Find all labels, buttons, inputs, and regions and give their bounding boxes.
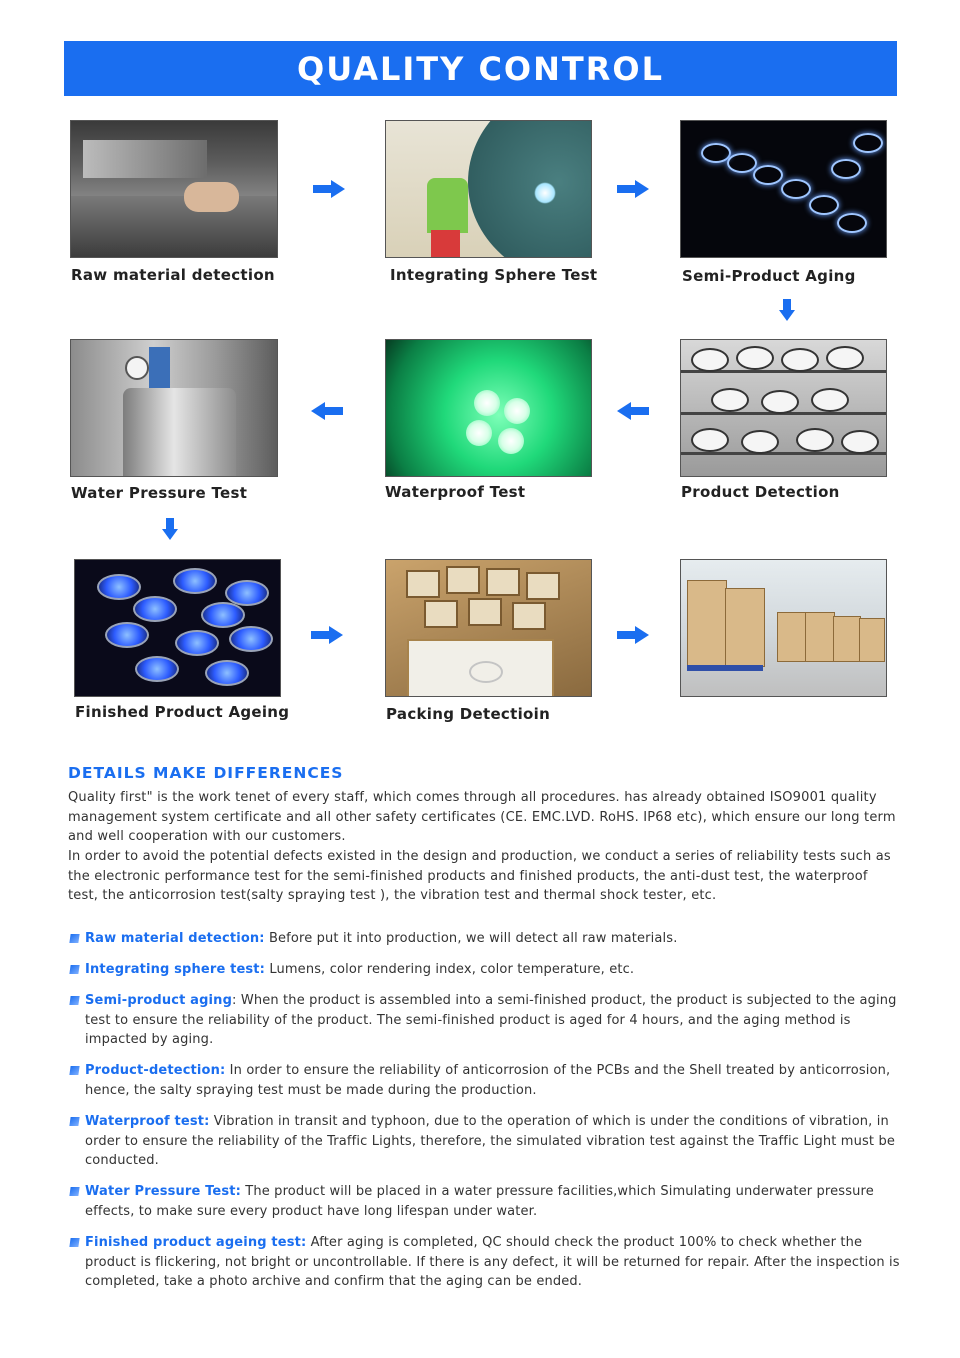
list-item-label: Product-detection: xyxy=(85,1063,226,1078)
arrow-right-icon xyxy=(617,180,649,198)
page-title-banner: QUALITY CONTROL xyxy=(64,41,897,96)
bullet-icon xyxy=(69,1238,80,1247)
integrating-sphere-photo xyxy=(385,120,592,258)
list-item-text: : When the product is assembled into a s… xyxy=(85,993,897,1047)
caption-integrating-sphere: Integrating Sphere Test xyxy=(390,266,598,284)
list-item-text: In order to ensure the reliability of an… xyxy=(85,1063,891,1098)
caption-water-pressure: Water Pressure Test xyxy=(71,484,248,502)
warehouse-shipping-photo xyxy=(680,559,887,697)
caption-raw-material: Raw material detection xyxy=(71,266,275,284)
list-item: Integrating sphere test: Lumens, color r… xyxy=(69,960,911,980)
finished-product-ageing-photo xyxy=(74,559,281,697)
bullet-icon xyxy=(69,1187,80,1196)
bullet-icon xyxy=(69,996,80,1005)
arrow-right-icon xyxy=(313,180,345,198)
list-item: Raw material detection: Before put it in… xyxy=(69,929,911,949)
list-item-label: Semi-product aging xyxy=(85,993,233,1008)
caption-finished-product-ageing: Finished Product Ageing xyxy=(75,703,290,721)
caption-waterproof-test: Waterproof Test xyxy=(385,483,526,501)
list-item-label: Integrating sphere test: xyxy=(85,962,266,977)
raw-material-photo xyxy=(70,120,278,258)
bullet-icon xyxy=(69,1066,80,1075)
details-heading: DETAILS MAKE DIFFERENCES xyxy=(68,764,344,782)
bullet-icon xyxy=(69,934,80,943)
arrow-left-icon xyxy=(617,402,649,420)
list-item-label: Raw material detection: xyxy=(85,931,265,946)
caption-packing-detection: Packing Detectioin xyxy=(386,705,551,723)
list-item: Product-detection: In order to ensure th… xyxy=(69,1061,911,1100)
list-item-text: Before put it into production, we will d… xyxy=(264,931,678,946)
water-pressure-photo xyxy=(70,339,278,477)
list-item-text: The product will be placed in a water pr… xyxy=(85,1184,874,1219)
list-item-text: After aging is completed, QC should chec… xyxy=(85,1235,900,1289)
arrow-down-icon xyxy=(162,518,178,540)
list-item: Semi-product aging: When the product is … xyxy=(69,991,911,1050)
waterproof-test-photo xyxy=(385,339,592,477)
arrow-left-icon xyxy=(311,402,343,420)
list-item-label: Finished product ageing test: xyxy=(85,1235,307,1250)
list-item-label: Water Pressure Test: xyxy=(85,1184,241,1199)
list-item-text: Vibration in transit and typhoon, due to… xyxy=(85,1114,896,1168)
list-item: Finished product ageing test: After agin… xyxy=(69,1233,911,1292)
product-detection-photo xyxy=(680,339,887,477)
semi-product-aging-photo xyxy=(680,120,887,258)
bullet-icon xyxy=(69,1117,80,1126)
arrow-right-icon xyxy=(311,626,343,644)
arrow-down-icon xyxy=(779,299,795,321)
page-title: QUALITY CONTROL xyxy=(297,49,664,88)
list-item-label: Waterproof test: xyxy=(85,1114,210,1129)
packing-detection-photo xyxy=(385,559,592,697)
details-paragraph-2: In order to avoid the potential defects … xyxy=(68,849,891,903)
list-item: Waterproof test: Vibration in transit an… xyxy=(69,1112,911,1171)
list-item-text: Lumens, color rendering index, color tem… xyxy=(265,962,635,977)
caption-product-detection: Product Detection xyxy=(681,483,840,501)
bullet-icon xyxy=(69,965,80,974)
arrow-right-icon xyxy=(617,626,649,644)
details-paragraph-1: Quality first" is the work tenet of ever… xyxy=(68,790,896,844)
caption-semi-product-aging: Semi-Product Aging xyxy=(682,267,856,285)
list-item: Water Pressure Test: The product will be… xyxy=(69,1182,911,1221)
